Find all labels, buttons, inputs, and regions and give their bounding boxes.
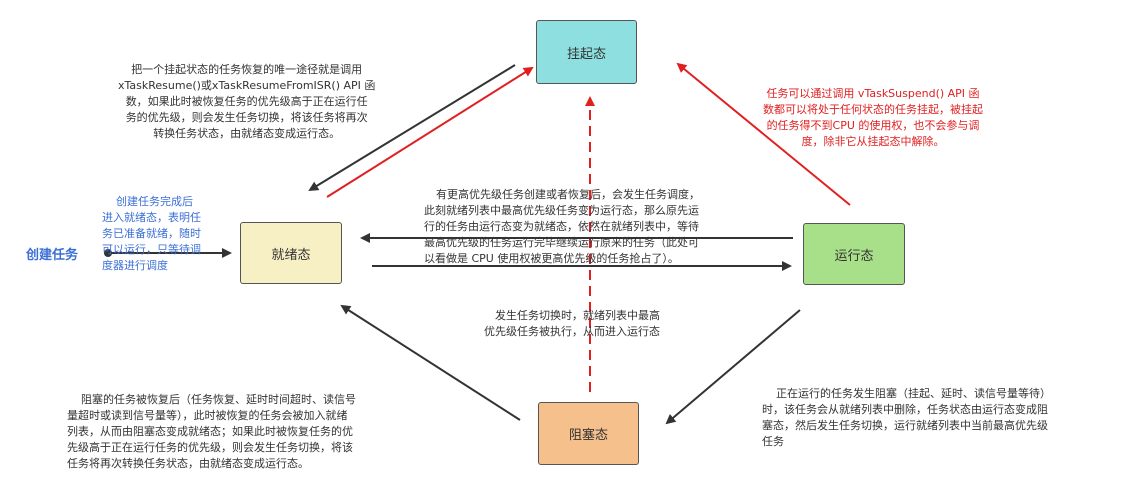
note-switch: 发生任务切换时，就绪列表中最高优先级任务被执行，从而进入运行态 bbox=[484, 309, 660, 338]
arrow-running-to-blocked bbox=[665, 309, 801, 425]
note-unblock: 阻塞的任务被恢复后（任务恢复、延时时间超时、读信号量超时或读到信号量等），此时被… bbox=[67, 393, 356, 470]
state-blocked: 阻塞态 bbox=[538, 402, 639, 465]
state-suspended: 挂起态 bbox=[536, 20, 637, 84]
create-task-label: 创建任务 bbox=[26, 248, 79, 263]
arrow-ready-to-suspended bbox=[326, 66, 534, 198]
note-create: 创建任务完成后进入就绪态，表明任务已准备就绪，随时可以运行，只等待调度器进行调度 bbox=[102, 195, 201, 272]
arrow-suspended-to-ready bbox=[308, 64, 516, 192]
state-ready: 就绪态 bbox=[240, 222, 342, 284]
state-running: 运行态 bbox=[803, 223, 905, 285]
arrow-running-to-suspended bbox=[676, 62, 851, 206]
note-suspend: 任务可以通过调用 vTaskSuspend() API 函数都可以将处于任何状态… bbox=[763, 87, 983, 148]
arrow-blocked-to-ready bbox=[340, 304, 521, 421]
note-block: 正在运行的任务发生阻塞（挂起、延时、读信号量等待）时，该任务会从就绪列表中删除，… bbox=[762, 387, 1051, 448]
note-preempt: 有更高优先级任务创建或者恢复后，会发生任务调度，此刻就绪列表中最高优先级任务变为… bbox=[424, 188, 700, 265]
